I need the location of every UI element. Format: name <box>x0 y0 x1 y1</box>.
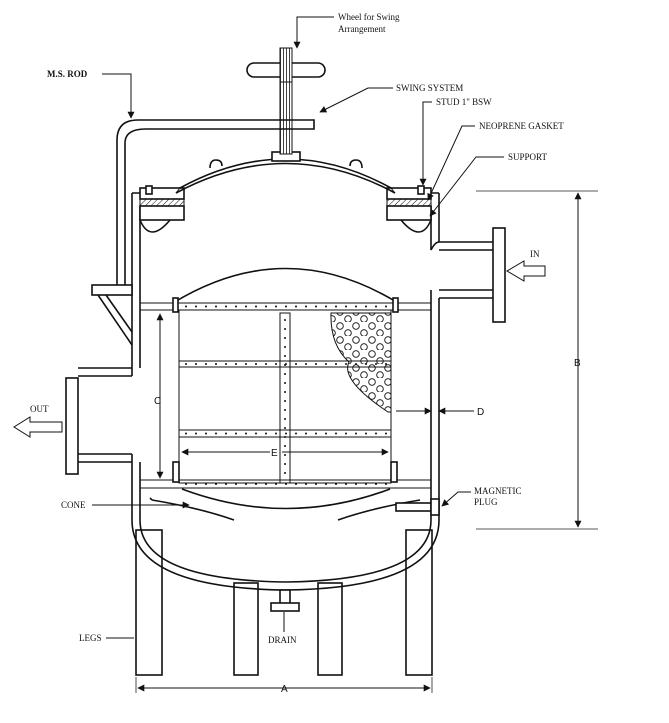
swing-system <box>91 47 326 346</box>
leg-left <box>135 529 163 676</box>
label-support: SUPPORT <box>508 152 547 162</box>
ms-rod <box>116 119 139 290</box>
inlet-nozzle <box>430 227 506 323</box>
dim-label-c: C <box>154 396 161 407</box>
label-drain: DRAIN <box>268 635 297 645</box>
central-rib <box>279 312 291 484</box>
leg-inner-left <box>233 582 259 676</box>
labels: Wheel for Swing Arrangement M.S. ROD SWI… <box>30 12 581 695</box>
filter-basket <box>140 267 431 510</box>
label-cone: CONE <box>61 500 86 510</box>
rivets <box>185 305 387 485</box>
label-legs: LEGS <box>79 633 102 643</box>
outlet-flange <box>65 377 79 475</box>
support-left <box>139 219 171 233</box>
dim-label-b: B <box>574 358 581 369</box>
inlet-arrow-icon <box>506 260 546 282</box>
lifting-lug-left <box>209 159 223 169</box>
leaders <box>92 16 504 639</box>
inlet-flange <box>492 227 506 323</box>
label-wheel-line2: Arrangement <box>338 24 386 34</box>
stud-right <box>417 185 425 195</box>
outlet-arrow-icon <box>13 416 63 438</box>
dim-label-e: E <box>271 448 278 459</box>
outlet-nozzle <box>65 367 132 475</box>
gasket-right <box>386 198 432 207</box>
label-neoprene-gasket: NEOPRENE GASKET <box>479 121 564 131</box>
drain <box>270 589 300 612</box>
label-ms-rod: M.S. ROD <box>47 69 88 79</box>
dim-label-d: D <box>477 407 484 418</box>
cone <box>149 497 421 521</box>
perforated-mesh <box>330 312 392 413</box>
label-magnetic-line1: MAGNETIC <box>474 486 522 496</box>
leg-right <box>405 529 433 676</box>
rod-bracket <box>91 284 133 296</box>
swing-arm <box>138 119 315 130</box>
magnetic-plug <box>395 498 440 516</box>
label-wheel-line1: Wheel for Swing <box>338 12 400 22</box>
top-lid <box>175 151 396 194</box>
label-stud: STUD 1" BSW <box>436 97 492 107</box>
gasket-left <box>139 198 185 207</box>
stud-left <box>145 185 153 195</box>
label-out: OUT <box>30 404 49 414</box>
lifting-lug-right <box>349 159 363 169</box>
leg-inner-right <box>317 582 343 676</box>
label-in: IN <box>530 249 540 259</box>
support-right <box>400 219 432 233</box>
label-magnetic-line2: PLUG <box>474 497 498 507</box>
top-flange <box>139 185 432 233</box>
label-swing-system: SWING SYSTEM <box>396 83 463 93</box>
dim-label-a: A <box>281 684 288 695</box>
dimensions <box>135 190 598 693</box>
